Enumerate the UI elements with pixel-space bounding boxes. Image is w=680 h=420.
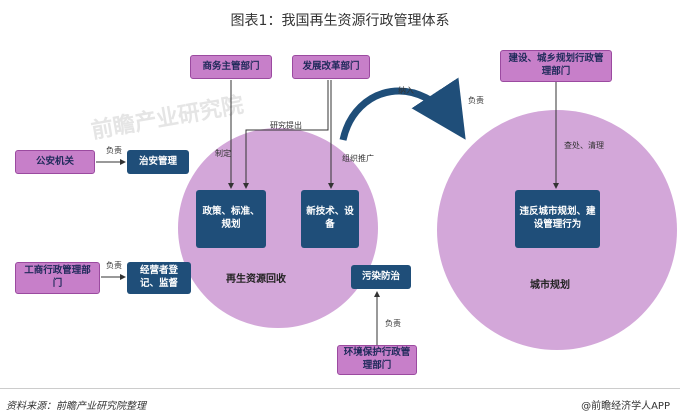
environment-dept-box: 环境保护行政管理部门 [337,345,417,375]
investigate-clean-label: 查处、清理 [564,141,604,150]
diagram-title: 图表1：我国再生资源行政管理体系 [230,13,450,29]
violation-box: 违反城市规划、建设管理行为 [515,190,600,248]
research-propose-label: 研究提出 [270,121,302,130]
responsible-label: 负责 [468,96,484,105]
formulate-label: 制定 [215,149,231,158]
responsible-label: 负责 [385,319,401,328]
footer-divider [0,388,680,389]
commerce-dept-box: 商务主管部门 [190,55,272,79]
policy-standard-box: 政策、标准、规划 [196,190,266,248]
construction-planning-box: 建设、城乡规划行政管理部门 [500,50,612,82]
new-tech-box: 新技术、设备 [301,190,359,248]
organize-promote-label: 组织推广 [342,154,374,163]
pollution-control-box: 污染防治 [351,265,411,289]
responsible-label: 负责 [106,146,122,155]
recycling-label: 再生资源回收 [226,274,286,285]
public-order-box: 治安管理 [127,150,189,174]
responsible-label: 负责 [106,261,122,270]
incorporate-label: 纳入 [398,86,414,95]
public-security-box: 公安机关 [15,150,95,174]
industry-commerce-box: 工商行政管理部门 [15,262,100,294]
development-reform-box: 发展改革部门 [292,55,370,79]
operator-registration-box: 经营者登记、监督 [127,262,191,294]
urban-planning-label: 城市规划 [530,280,570,291]
source-note: 资料来源：前瞻产业研究院整理 [6,401,146,412]
brand-note: @前瞻经济学人APP [581,401,670,412]
